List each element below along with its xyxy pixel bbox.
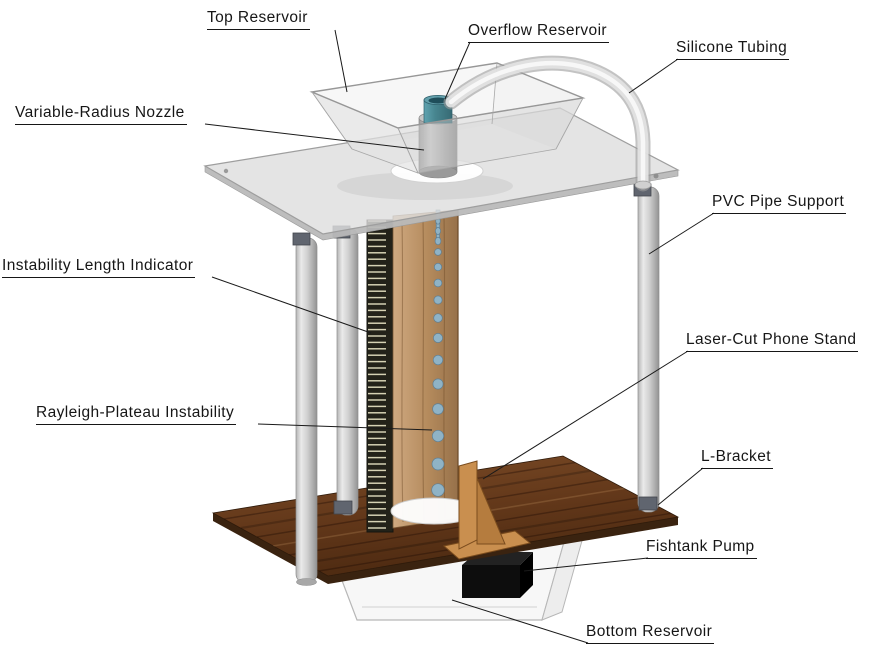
leader-variable-radius-nozzle [204, 123, 425, 151]
leader-silicone-tubing [628, 58, 679, 94]
label-silicone-tubing: Silicone Tubing [676, 38, 790, 60]
overflow-reservoir-opening [428, 97, 448, 104]
leader-fishtank-pump [523, 557, 649, 572]
tube-end-fitting [634, 180, 652, 190]
label-laser-cut-phone-stand-text: Laser-Cut Phone Stand [686, 331, 857, 348]
leader-lines [204, 29, 715, 644]
label-overflow-reservoir-text: Overflow Reservoir [468, 22, 607, 39]
pump-front-face [462, 565, 520, 598]
l-bracket-right-bottom [638, 496, 658, 511]
label-overflow-reservoir: Overflow Reservoir [468, 21, 609, 43]
label-fishtank-pump-text: Fishtank Pump [646, 538, 755, 555]
label-variable-radius-nozzle: Variable-Radius Nozzle [15, 103, 187, 125]
leader-instability-length-indicator [211, 276, 372, 334]
leader-overflow-reservoir [444, 41, 471, 100]
label-silicone-tubing-text: Silicone Tubing [676, 39, 788, 56]
leader-top-reservoir [334, 29, 348, 93]
l-bracket-back-left-bottom [333, 500, 353, 515]
leader-bottom-reservoir [451, 599, 589, 644]
nozzle-assembly [418, 95, 458, 179]
pump-side-face [520, 552, 533, 598]
nozzle-bottom-rim [418, 165, 458, 179]
label-rayleigh-plateau-instability: Rayleigh-Plateau Instability [36, 403, 237, 425]
label-l-bracket-text: L-Bracket [701, 448, 771, 465]
pvc-pipe-right [637, 186, 660, 513]
plate-screw-right [653, 173, 659, 179]
label-rayleigh-plateau-instability-text: Rayleigh-Plateau Instability [36, 404, 235, 421]
leader-laser-cut-phone-stand [482, 350, 689, 480]
label-top-reservoir-text: Top Reservoir [207, 9, 308, 26]
label-pvc-pipe-support: PVC Pipe Support [712, 192, 847, 214]
droplet-stream [431, 209, 445, 497]
label-laser-cut-phone-stand: Laser-Cut Phone Stand [686, 330, 859, 352]
leader-rayleigh-plateau-instability [257, 423, 433, 431]
l-bracket-front-left-top [292, 232, 311, 246]
pipe-front-left-end-cap [296, 578, 317, 586]
instability-length-ruler [366, 219, 394, 533]
label-instability-length-indicator: Instability Length Indicator [2, 256, 196, 278]
leader-pvc-pipe-support [648, 212, 715, 255]
label-bottom-reservoir: Bottom Reservoir [586, 622, 715, 644]
pvc-pipe-front-left [295, 237, 318, 584]
label-instability-length-indicator-text: Instability Length Indicator [2, 257, 194, 274]
label-bottom-reservoir-text: Bottom Reservoir [586, 623, 713, 640]
leader-l-bracket [657, 467, 704, 506]
label-l-bracket: L-Bracket [701, 447, 773, 469]
pvc-pipe-back-left [336, 227, 359, 516]
laser-cut-phone-stand [442, 460, 532, 560]
label-fishtank-pump: Fishtank Pump [646, 537, 757, 559]
label-pvc-pipe-support-text: PVC Pipe Support [712, 193, 845, 210]
center-tower [366, 209, 459, 533]
phone-stand-upright [458, 460, 478, 550]
label-top-reservoir: Top Reservoir [207, 8, 310, 30]
label-variable-radius-nozzle-text: Variable-Radius Nozzle [15, 104, 185, 121]
pvc-support-pipes [292, 183, 660, 586]
tower-wood-grain [401, 217, 446, 523]
plate-screw-left [223, 168, 229, 174]
top-reservoir-box [309, 62, 586, 174]
silicone-tubing [443, 55, 652, 192]
